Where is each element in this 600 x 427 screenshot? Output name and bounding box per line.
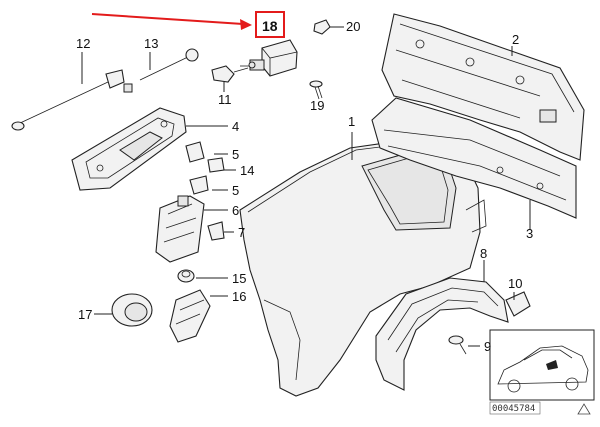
- bumper-part-a: [185, 141, 228, 163]
- part-label-15: 15: [232, 271, 246, 286]
- part-label-7: 7: [238, 225, 245, 240]
- part-label-3: 3: [526, 226, 533, 241]
- part-label-16: 16: [232, 289, 246, 304]
- highlight-box: [255, 11, 285, 38]
- part-label-20: 20: [346, 19, 360, 34]
- part-label-9: 9: [484, 339, 491, 354]
- part-label-17: 17: [78, 307, 92, 322]
- warning-triangle-icon: [577, 403, 591, 415]
- liner-bracket: [505, 291, 531, 317]
- highlight-arrow: [91, 13, 252, 30]
- part-label-2: 2: [512, 32, 519, 47]
- part-label-18: 18: [262, 18, 278, 34]
- part-label-8: 8: [480, 246, 487, 261]
- wheel-arch-liner: [375, 260, 509, 391]
- part-label-6: 6: [232, 203, 239, 218]
- ring-grommet: [94, 293, 153, 327]
- screw-part: [309, 80, 323, 100]
- spring-clip: [207, 221, 234, 241]
- clip-part: [211, 65, 249, 92]
- bumper-part-b: [189, 175, 228, 195]
- upper-reinforcement: [381, 13, 585, 161]
- release-rod: [123, 48, 199, 93]
- part-label-5b: 5: [232, 183, 239, 198]
- part-label-5a: 5: [232, 147, 239, 162]
- part-label-1: 1: [348, 114, 355, 129]
- catalog-code: 00045784: [492, 404, 535, 414]
- part-label-12: 12: [76, 36, 90, 51]
- connector-part: [313, 19, 344, 35]
- side-panel: [239, 132, 487, 397]
- part-label-4: 4: [232, 119, 239, 134]
- liner-screw: [448, 335, 480, 355]
- actuator-part: [240, 39, 298, 77]
- car-thumbnail: [489, 329, 595, 401]
- part-label-19: 19: [310, 98, 324, 113]
- part-label-10: 10: [508, 276, 522, 291]
- release-cable: [11, 52, 125, 131]
- stopper-part: [207, 157, 236, 173]
- part-label-14: 14: [240, 163, 254, 178]
- bracket-part: [155, 195, 228, 263]
- grommet-part: [177, 269, 228, 283]
- part-label-13: 13: [144, 36, 158, 51]
- lower-rail: [371, 97, 577, 230]
- part-label-11: 11: [218, 92, 232, 107]
- holder-part: [169, 289, 228, 343]
- fuel-flap-housing: [71, 107, 228, 191]
